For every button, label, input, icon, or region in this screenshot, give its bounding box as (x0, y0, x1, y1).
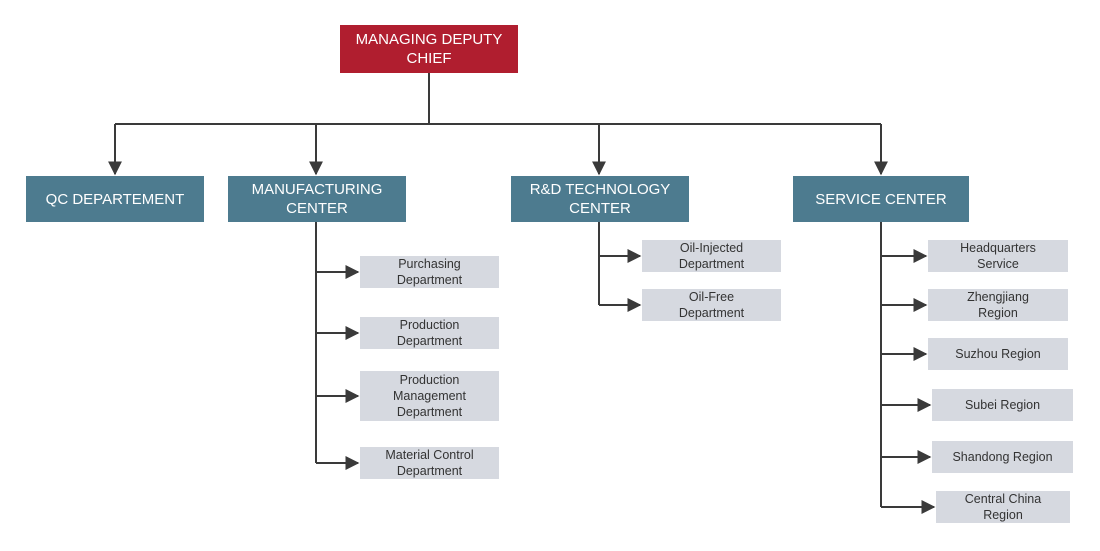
root-node-managing-deputy-chief: MANAGING DEPUTY CHIEF (340, 25, 518, 73)
unit-node-central-china-region: Central China Region (936, 491, 1070, 523)
unit-node-production-management: Production Management Department (360, 371, 499, 421)
dept-node-service: SERVICE CENTER (793, 176, 969, 222)
unit-node-production: Production Department (360, 317, 499, 349)
dept-node-rd-technology: R&D TECHNOLOGY CENTER (511, 176, 689, 222)
unit-node-oil-injected: Oil-Injected Department (642, 240, 781, 272)
dept-node-manufacturing: MANUFACTURING CENTER (228, 176, 406, 222)
dept-node-qc: QC DEPARTEMENT (26, 176, 204, 222)
unit-node-zhengjiang-region: Zhengjiang Region (928, 289, 1068, 321)
unit-node-oil-free: Oil-Free Department (642, 289, 781, 321)
unit-node-suzhou-region: Suzhou Region (928, 338, 1068, 370)
unit-node-purchasing: Purchasing Department (360, 256, 499, 288)
unit-node-shandong-region: Shandong Region (932, 441, 1073, 473)
unit-node-subei-region: Subei Region (932, 389, 1073, 421)
unit-node-headquarters-service: Headquarters Service (928, 240, 1068, 272)
unit-node-material-control: Material Control Department (360, 447, 499, 479)
